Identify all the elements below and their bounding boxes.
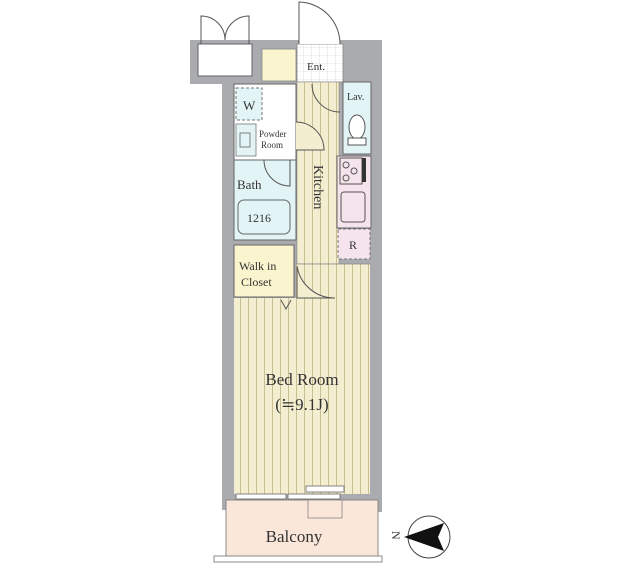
door-arc-icon [224,15,250,44]
window [287,493,341,500]
toilet-icon [348,114,366,140]
exterior-storage [197,15,253,77]
door-arc-icon [296,265,336,299]
compass: N [389,515,451,559]
bedroom-size: (≒9.1J) [275,395,328,414]
bedroom-label: Bed Room [265,370,338,389]
kitchen-label: Kitchen [310,165,325,209]
washer-space [235,87,263,121]
door-arc-icon [295,121,325,151]
window [305,485,345,493]
balcony: Balcony [213,499,383,563]
bathroom: Bath 1216 [233,159,297,241]
balcony-label: Balcony [266,527,323,546]
door-arc-icon [200,15,226,44]
shoe-storage [261,48,297,82]
bedroom: Bed Room (≒9.1J) [234,263,370,500]
compass-north-label: N [389,531,403,540]
closet-label-2: Closet [241,275,272,289]
walk-in-closet: Walk in Closet [233,244,295,298]
entrance-door-icon [298,1,341,45]
washer-label: W [243,98,256,113]
powder-room-label-2: Room [261,140,283,150]
powder-room-label: Powder [259,129,287,139]
window [235,493,287,500]
bath-label: Bath [237,177,262,192]
kitchen: Kitchen [296,81,341,265]
refrigerator-space [337,228,371,260]
bathtub [237,199,291,235]
lavatory-label: Lav. [347,92,364,103]
sink-icon [340,191,366,223]
bathtub-size: 1216 [247,211,271,225]
entrance-label: Ent. [307,61,325,73]
sink-icon [235,123,257,157]
refrigerator-label: R [349,238,357,252]
lavatory: Lav. [342,81,372,155]
closet-label: Walk in [239,259,276,273]
kitchen-counter: R [336,155,372,260]
entrance: Ent. [296,1,344,83]
powder-room: W Powder Room [233,83,325,161]
north-arrow-icon [404,523,444,551]
